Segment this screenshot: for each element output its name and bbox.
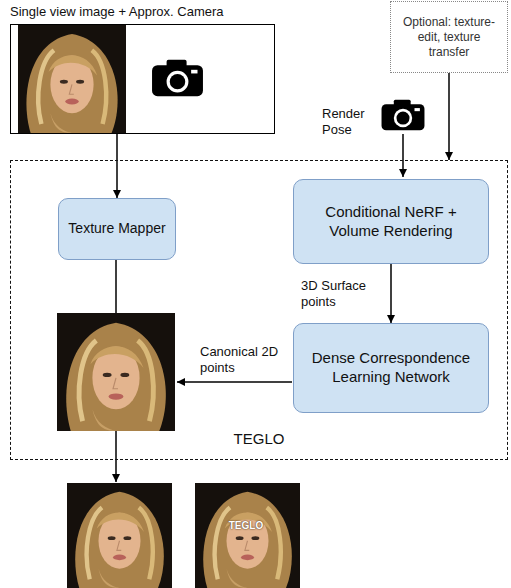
output-photo (195, 483, 300, 588)
process-box: Conditional NeRF + Volume Rendering (293, 179, 489, 264)
flow-arrow (390, 264, 392, 323)
mapper-line (115, 259, 117, 313)
input-photo (18, 25, 126, 133)
edge-label: 3D Surface points (301, 278, 381, 309)
camera-icon (382, 100, 425, 131)
texture-image (57, 313, 175, 431)
canonical-arrow (177, 381, 292, 383)
box-label: Optional: texture-edit, texture transfer (397, 15, 501, 60)
flow-label: Render Pose (322, 106, 382, 137)
input-box: Single view image + Approx. Camera (10, 24, 275, 134)
input-heading: Single view image + Approx. Camera (10, 4, 224, 20)
group-title: TEGLO (11, 430, 507, 449)
pose-arrow (402, 134, 404, 177)
flow-arrow (448, 73, 450, 160)
process-box: Dense Correspondence Learning Network (293, 323, 489, 413)
box-label: Texture Mapper (68, 220, 165, 238)
output-photo (67, 483, 172, 588)
group-box: TEGLO Texture Mapper Conditional NeRF + Vo… (10, 160, 508, 460)
output-arrow (115, 431, 117, 482)
edit-text: TEGLO (226, 520, 266, 532)
box-label: Dense Correspondence Learning Network (302, 349, 480, 387)
box-label: Conditional NeRF + Volume Rendering (302, 203, 480, 241)
option-box: Optional: texture-edit, texture transfer (390, 1, 508, 73)
flow-arrow (116, 134, 118, 198)
camera-icon (152, 60, 203, 96)
process-box: Texture Mapper (58, 198, 176, 260)
flow-label: Canonical 2D points (200, 344, 286, 375)
